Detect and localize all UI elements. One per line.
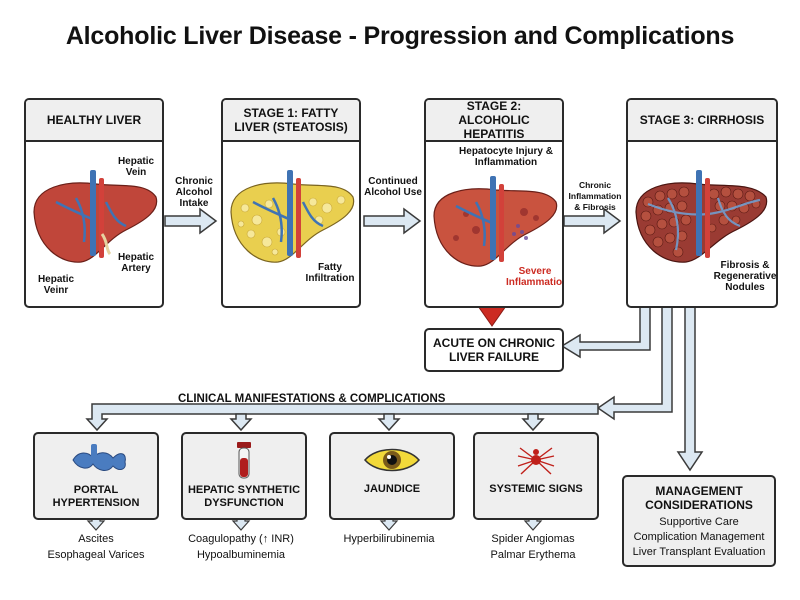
cirrhosis-liver-icon [635, 170, 768, 263]
management-considerations-box: MANAGEMENT CONSIDERATIONS Supportive Car… [622, 475, 776, 567]
stage-title: STAGE 1: FATTY LIVER (STEATOSIS) [223, 100, 359, 142]
stage-title: STAGE 2: ALCOHOLIC HEPATITIS [426, 100, 562, 142]
details-portal-hypertension: Ascites Esophageal Varices [21, 531, 171, 563]
transition-label-3: Chronic Inflammation & Fibrosis [568, 180, 622, 212]
arrow-cirrhosis-to-acute [560, 305, 651, 359]
comp-label: HEPATIC SYNTHETIC DYSFUNCTION [187, 484, 301, 509]
yellow-eye-icon [364, 448, 420, 472]
comp-label: JAUNDICE [363, 483, 421, 495]
arrow-cirrhosis-to-management [676, 305, 704, 472]
stage-title: HEALTHY LIVER [26, 100, 162, 142]
complications-bar [85, 403, 599, 432]
detail-item: Ascites [78, 533, 114, 545]
details-jaundice: Hyperbilirubinemia [314, 531, 464, 547]
blood-tube-icon [237, 442, 251, 479]
stage-alcoholic-hepatitis: STAGE 2: ALCOHOLIC HEPATITIS Hepatocyte … [424, 98, 564, 308]
details-synthetic-dysfunction: Coagulopathy (↑ INR) Hypoalbuminemia [166, 531, 316, 563]
detail-item: Hypoalbuminemia [196, 549, 286, 561]
label-hepatocyte-injury: Hepatocyte Injury & Inflammation [459, 146, 553, 168]
arrow-hepatitis-to-cirrhosis [563, 207, 622, 235]
management-item: Liver Transplant Evaluation [632, 546, 766, 558]
complications-title: CLINICAL MANIFESTATIONS & COMPLICATIONS [178, 393, 446, 405]
hepatitis-liver-icon [433, 176, 558, 267]
transition-label-1: Chronic Alcohol Intake [175, 176, 213, 209]
stage-healthy-liver: HEALTHY LIVER Hepatic Vein Hepatic Arter… [24, 98, 164, 308]
comp-label: SYSTEMIC SIGNS [489, 483, 583, 495]
details-systemic-signs: Spider Angiomas Palmar Erythema [458, 531, 608, 563]
label-hepatic-veinr: Hepatic Veinr [37, 274, 75, 296]
arrow-cirrhosis-to-complications [596, 305, 673, 421]
detail-item: Hyperbilirubinemia [343, 533, 435, 545]
arrow-fatty-to-hepatitis [363, 207, 422, 235]
transition-label-2: Continued Alcohol Use [364, 176, 422, 198]
portal-vein-icon [72, 444, 126, 471]
healthy-liver-icon [33, 170, 158, 263]
management-item: Complication Management [633, 531, 765, 543]
detail-item: Spider Angiomas [491, 533, 575, 545]
detail-item: Palmar Erythema [490, 549, 576, 561]
branch-arrow-systemic [521, 413, 545, 432]
branch-arrow-synthetic [229, 413, 253, 432]
management-title: MANAGEMENT CONSIDERATIONS [645, 484, 753, 512]
complication-systemic-signs: SYSTEMIC SIGNS [473, 432, 599, 520]
label-hepatic-vein: Hepatic Vein [117, 156, 155, 178]
label-fatty-infiltration: Fatty Infiltration [305, 262, 355, 284]
acute-on-chronic-liver-failure-box: ACUTE ON CHRONIC LIVER FAILURE [424, 328, 564, 372]
complication-jaundice: JAUNDICE [329, 432, 455, 520]
management-item: Supportive Care [659, 516, 739, 528]
stage-fatty-liver: STAGE 1: FATTY LIVER (STEATOSIS) Fatty I… [221, 98, 361, 308]
label-hepatic-artery: Hepatic Artery [117, 252, 155, 274]
diagram-title: Alcoholic Liver Disease - Progression an… [65, 22, 735, 50]
complication-hepatic-synthetic-dysfunction: HEPATIC SYNTHETIC DYSFUNCTION [181, 432, 307, 520]
complication-portal-hypertension: PORTAL HYPERTENSION [33, 432, 159, 520]
spider-icon [517, 447, 555, 475]
stage-cirrhosis: STAGE 3: CIRRHOSIS Fibrosis & Regenerati… [626, 98, 778, 308]
fatty-liver-icon [230, 170, 355, 263]
label-fibrosis-nodules: Fibrosis & Regenerative Nodules [713, 260, 777, 293]
branch-arrow-jaundice [377, 413, 401, 432]
detail-item: Esophageal Varices [47, 549, 145, 561]
detail-item: Coagulopathy (↑ INR) [188, 533, 294, 545]
label-severe-inflammation: Severe Inflammation [506, 266, 564, 288]
comp-label: PORTAL HYPERTENSION [52, 484, 140, 509]
stage-title: STAGE 3: CIRRHOSIS [628, 100, 776, 142]
arrow-healthy-to-fatty [164, 207, 218, 235]
